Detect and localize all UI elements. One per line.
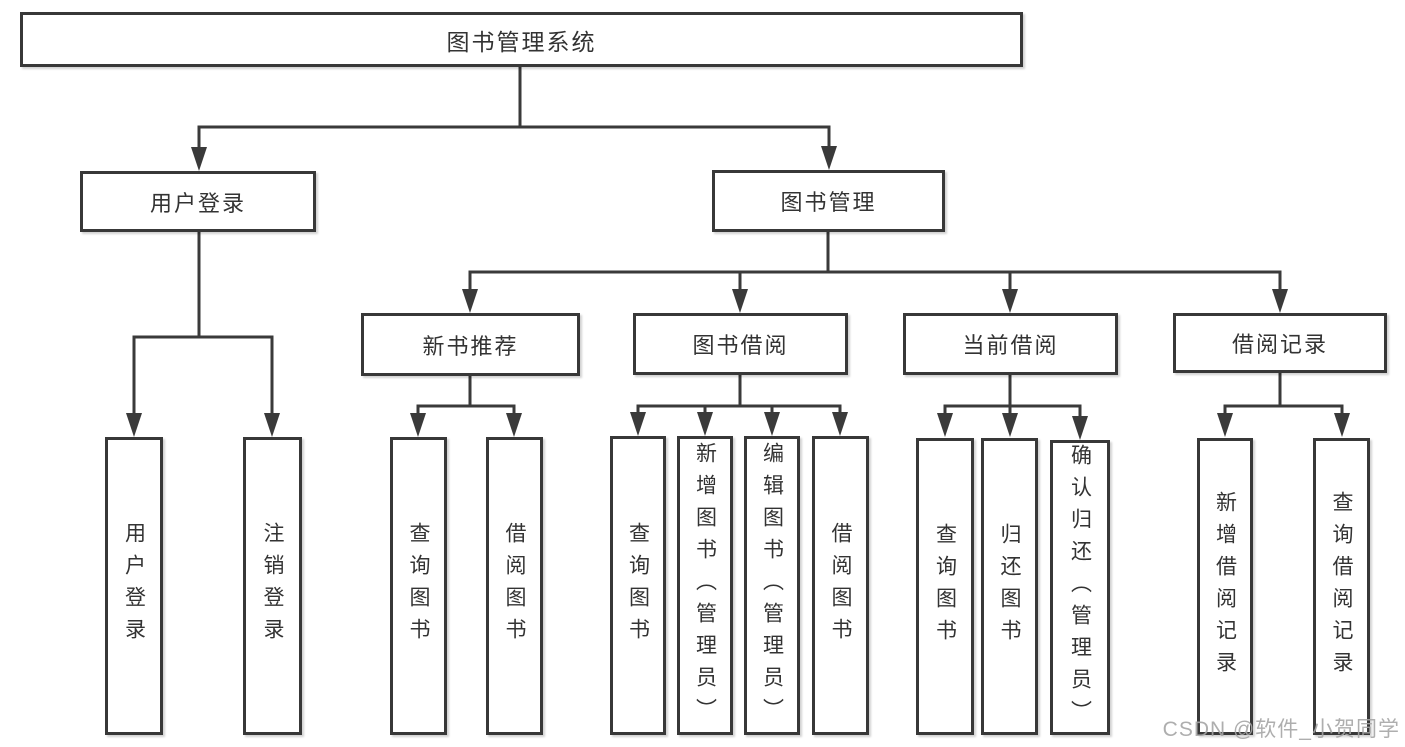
leaf-query-books-current: 查询图书 — [916, 438, 974, 735]
node-current-borrowing: 当前借阅 — [903, 313, 1118, 375]
leaf-add-book-admin: 新增图书（管理员） — [677, 436, 733, 735]
connector-book-management-to-level2 — [462, 232, 1288, 313]
node-user-login: 用户登录 — [80, 171, 316, 232]
leaf-borrow-books-recommend: 借阅图书 — [486, 437, 543, 735]
node-new-book-recommend: 新书推荐 — [361, 313, 580, 376]
connector-user-login-to-leaves — [126, 232, 280, 437]
connector-current-borrowing-to-leaves — [937, 375, 1088, 440]
connector-borrowing-records-to-leaves — [1217, 373, 1350, 437]
node-book-borrowing: 图书借阅 — [633, 313, 848, 375]
leaf-query-borrow-record: 查询借阅记录 — [1313, 438, 1370, 735]
leaf-query-books-borrowing: 查询图书 — [610, 436, 666, 735]
leaf-user-login: 用户登录 — [105, 437, 163, 735]
connector-new-books-to-leaves — [410, 376, 522, 437]
leaf-borrow-books-borrowing: 借阅图书 — [812, 436, 869, 735]
leaf-add-borrow-record: 新增借阅记录 — [1197, 438, 1253, 735]
connector-book-borrowing-to-leaves — [630, 375, 848, 436]
node-borrowing-records: 借阅记录 — [1173, 313, 1387, 373]
watermark: CSDN @软件_小贺同学 — [1162, 718, 1400, 741]
leaf-edit-book-admin: 编辑图书（管理员） — [744, 436, 800, 735]
connector-root-to-level1 — [191, 67, 837, 171]
node-library-system: 图书管理系统 — [20, 12, 1023, 67]
leaf-logout: 注销登录 — [243, 437, 302, 735]
leaf-return-book: 归还图书 — [981, 438, 1038, 735]
node-book-management: 图书管理 — [712, 170, 945, 232]
leaf-query-books-recommend: 查询图书 — [390, 437, 447, 735]
leaf-confirm-return-admin: 确认归还（管理员） — [1050, 440, 1110, 735]
